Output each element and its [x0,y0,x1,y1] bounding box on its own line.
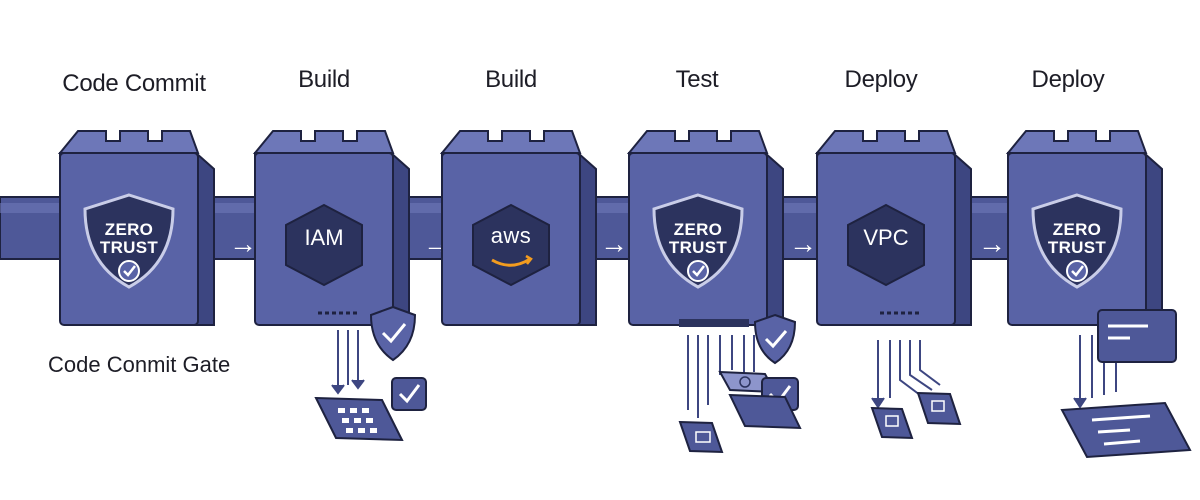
checkbox-icon [391,377,427,411]
document-card-icon [728,393,802,430]
pipeline-node-code-commit: ZERO TRUST [48,125,223,340]
keypad-card-icon [314,396,404,442]
code-card-icon [1060,401,1192,459]
stage-label-2: Build [298,66,350,93]
vpc-data-streams [871,340,941,409]
pipeline-node-deploy-final: ZERO TRUST [996,125,1171,340]
arrow-icon: → [978,228,1006,259]
badge-text: ZERO TRUST [99,220,159,257]
aws-smile-icon [491,257,531,267]
stage-label-5: Deploy [844,66,918,93]
stage-label-3: Build [485,66,537,93]
document-card-icon [870,406,914,440]
pipeline-node-build-aws: aws [430,125,605,340]
badge-text: aws [490,223,532,248]
node-body [1005,130,1163,326]
badge-text: ZERO TRUST [1047,220,1107,257]
pipeline-node-test: ZERO TRUST [617,125,792,340]
document-card-icon [916,391,962,426]
pipeline-node-build-iam: IAM [243,125,418,340]
shield-check-icon [753,313,797,365]
stage-label-6: Deploy [1031,66,1105,93]
arrow-icon: → [229,228,257,259]
iam-data-streams [331,330,365,395]
badge-text: ZERO TRUST [668,220,728,257]
gate-note: Code Conmit Gate [48,352,231,377]
node-body [439,130,597,326]
arrow-icon: → [789,228,817,259]
node-body [814,130,972,326]
stage-label-4: Test [675,66,719,93]
pipeline-node-deploy-vpc: VPC [805,125,980,340]
terminal-panel-icon [1097,309,1177,363]
node-body [252,130,410,326]
badge-text: VPC [863,225,909,250]
node-body [626,130,784,327]
test-data-streams [687,335,755,418]
arrow-icon: → [600,228,628,259]
stage-label-1: Code Commit [62,70,206,97]
node-body [57,130,215,326]
badge-text: IAM [304,225,344,250]
document-card-icon [678,420,724,454]
shield-check-icon [369,305,417,362]
